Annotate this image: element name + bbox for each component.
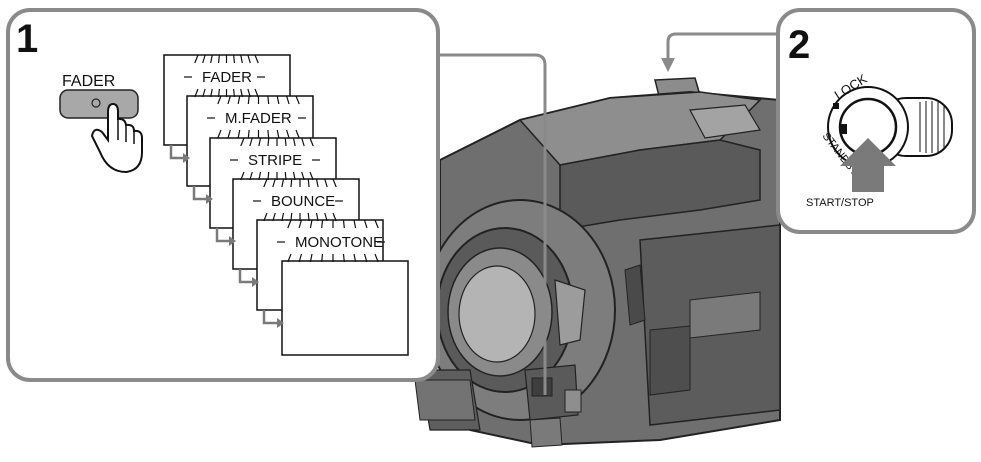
sequence-arrows: [169, 145, 277, 325]
mode-label: BOUNCE: [271, 193, 335, 210]
mode-label-group: BOUNCE: [253, 178, 343, 222]
mode-label: MONOTONE: [295, 234, 383, 251]
camcorder-illustration: [414, 77, 781, 448]
standby-marker-icon: [841, 124, 847, 134]
step-1-number: 1: [16, 17, 38, 61]
sequence-arrowheads: [183, 153, 284, 328]
fader-indicator-icon: [91, 98, 101, 108]
mode-label: FADER: [202, 69, 252, 86]
flash-rays-icon: [207, 95, 306, 139]
step-2-panel: 2 LOCK STANDBY START/STOP: [776, 8, 976, 234]
panel-2-connector-arrowhead: [661, 58, 675, 72]
lock-marker-icon: [833, 103, 839, 109]
press-arrow-icon: [840, 138, 896, 192]
mode-label-group: FADER: [184, 54, 265, 98]
mode-label-group: MONOTONE: [277, 219, 385, 263]
step-2-number: 2: [788, 23, 810, 67]
mode-label-group: M.FADER: [207, 95, 306, 139]
panel-2-connector: [666, 32, 778, 62]
flash-rays-icon: [253, 178, 343, 222]
flash-rays-icon: [277, 219, 385, 263]
step-1-panel: 1 FADER: [6, 8, 440, 382]
mode-label: M.FADER: [225, 110, 292, 127]
mode-label-group: STRIPE: [230, 137, 320, 181]
mode-screen-final: [281, 260, 409, 356]
mode-screen-stack: [163, 54, 409, 356]
start-stop-label: START/STOP: [806, 197, 874, 209]
flash-rays-icon: [184, 54, 265, 98]
fader-button-label: FADER: [62, 73, 115, 90]
pressing-hand-icon: [90, 102, 143, 174]
flash-rays-icon: [230, 137, 320, 181]
fader-button[interactable]: [59, 89, 139, 119]
panel-1-connector: [438, 53, 547, 395]
mode-label: STRIPE: [248, 152, 302, 169]
